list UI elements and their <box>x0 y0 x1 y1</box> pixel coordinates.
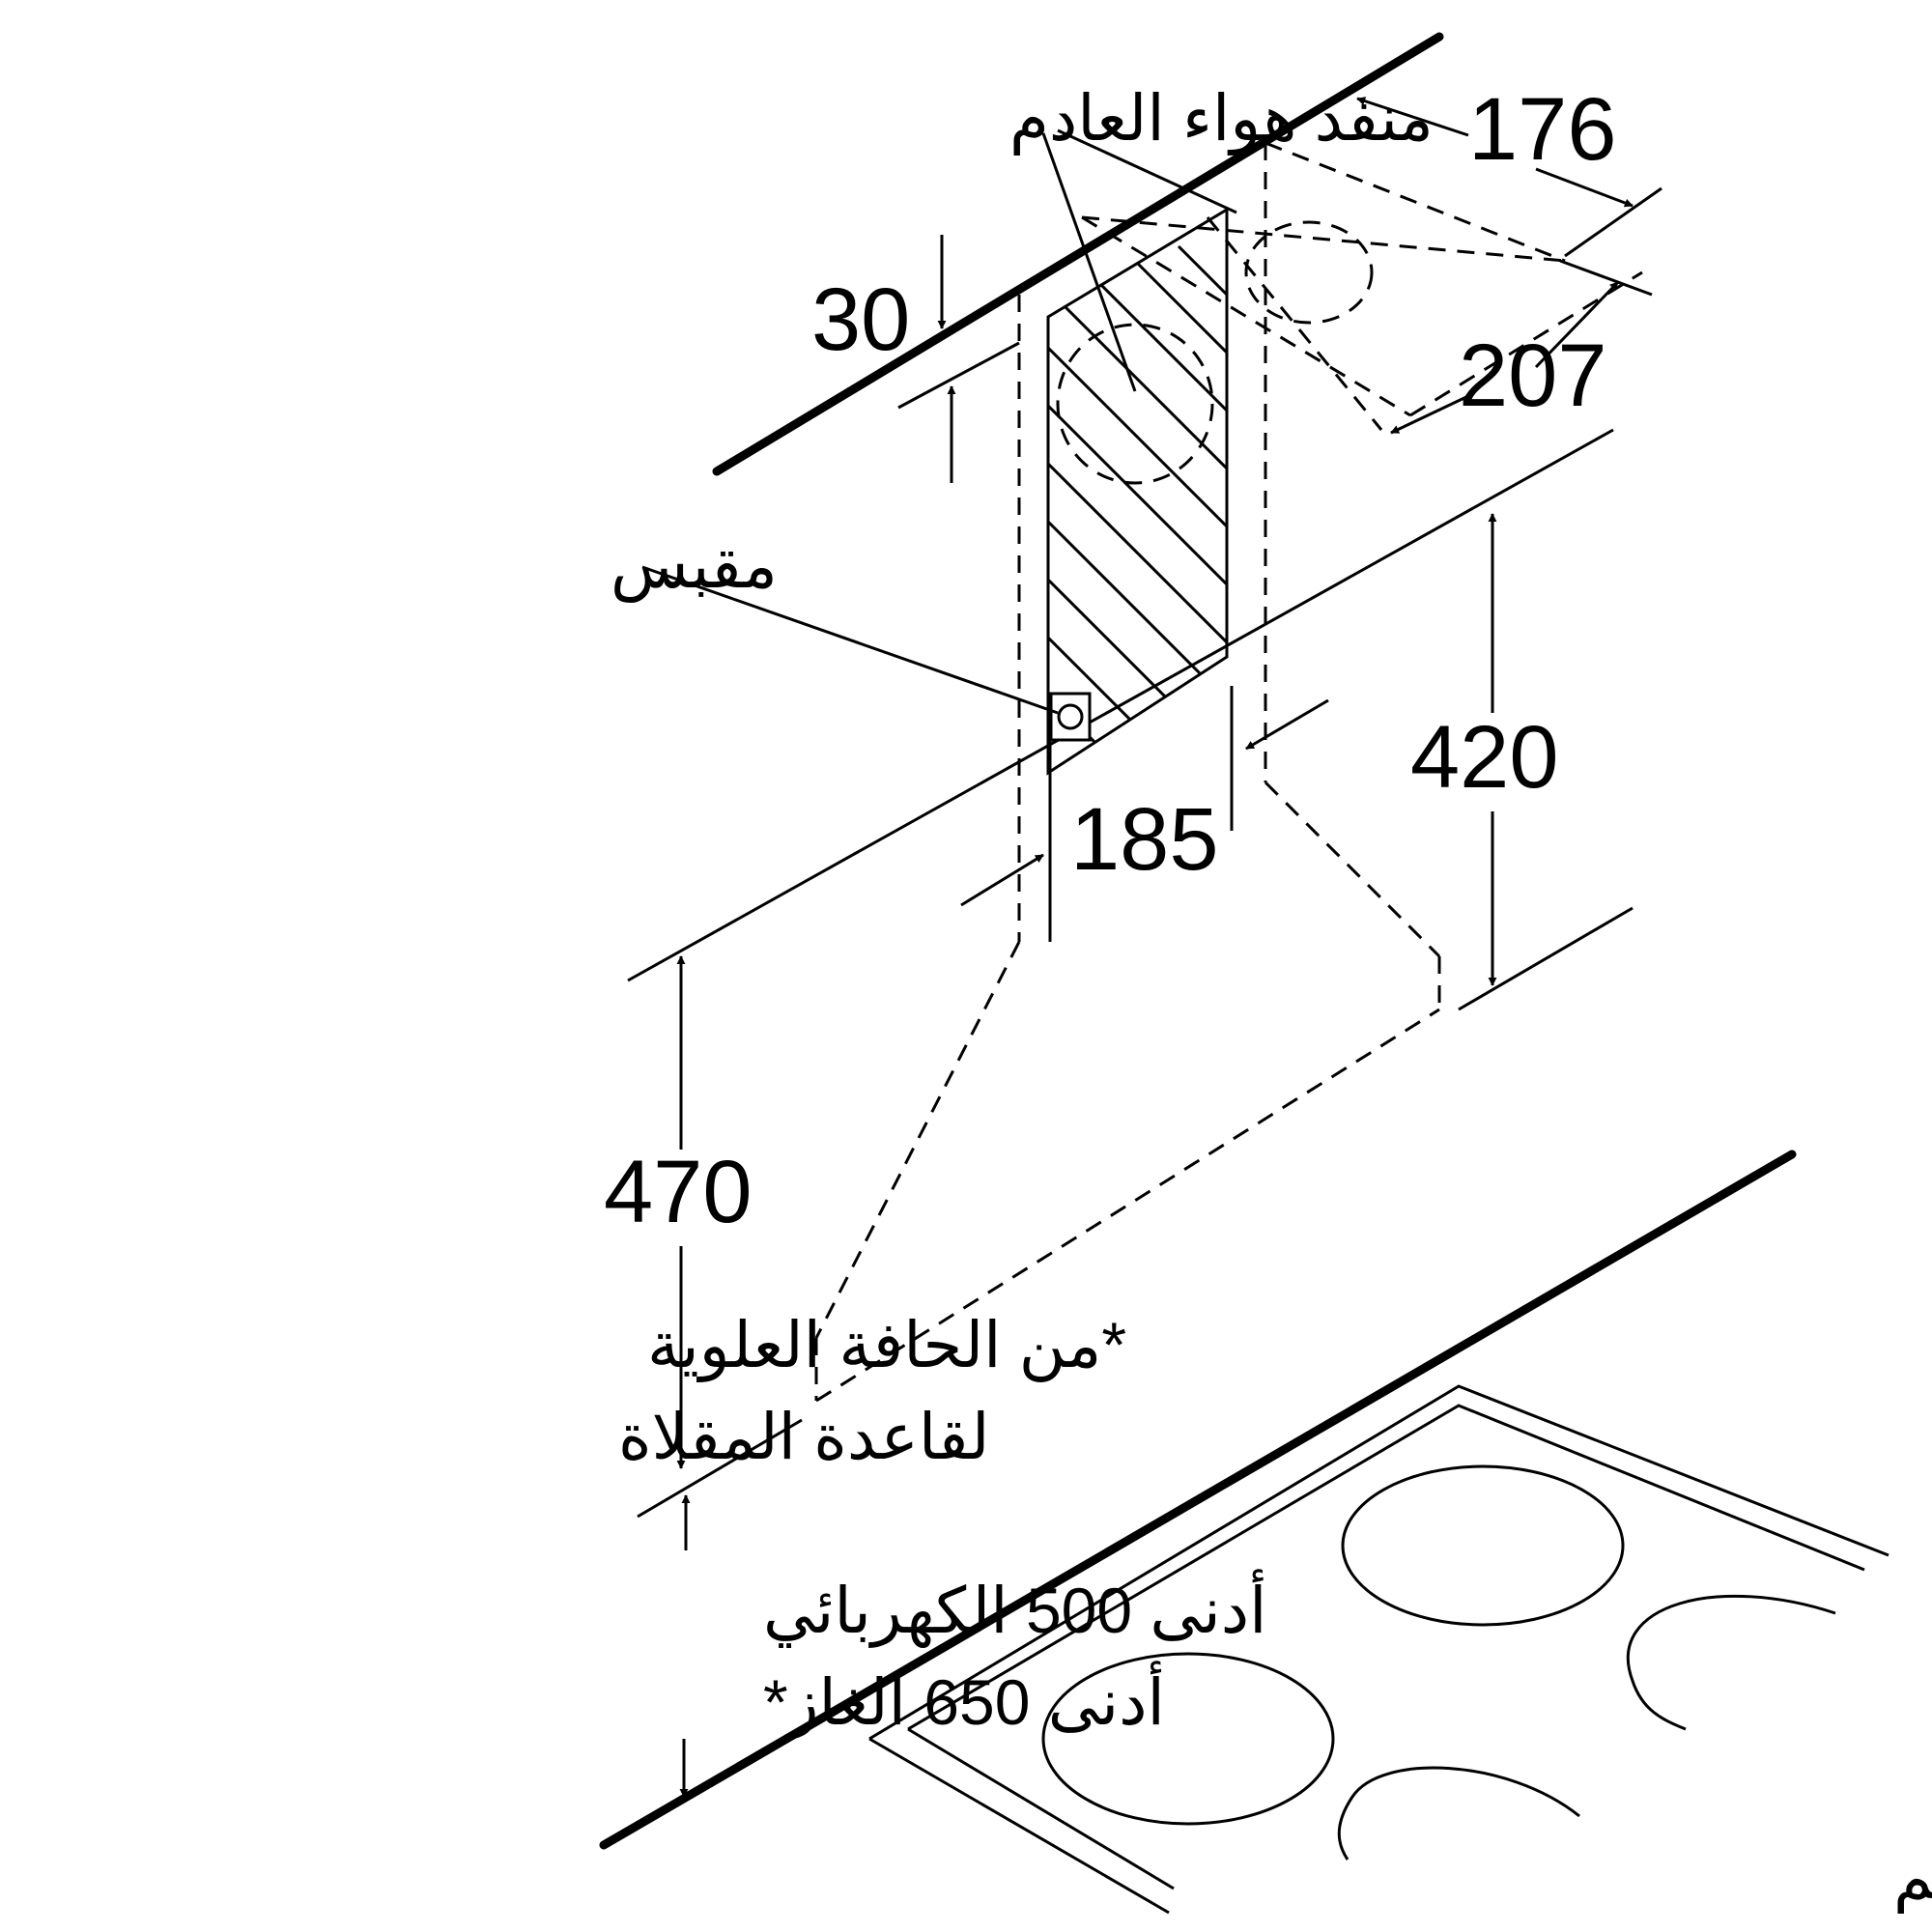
dim-185: 185 <box>1070 790 1219 889</box>
exhaust-outlet-circle-front <box>1056 323 1214 485</box>
min-electric-label: أدنى 500 الكهربائي <box>763 1569 1267 1648</box>
dim-176: 176 <box>1468 80 1617 179</box>
socket-leader-line <box>641 565 1059 715</box>
hood-outline <box>814 781 1441 1403</box>
socket-zone <box>1046 207 1229 776</box>
units-note: القياسات بالمم <box>1893 1840 1932 1914</box>
exhaust-leader-line <box>1041 132 1137 392</box>
dim-470: 470 <box>604 1143 753 1241</box>
dim-30: 30 <box>811 270 910 369</box>
dim-420: 420 <box>1410 708 1559 807</box>
socket-label: مقبس <box>611 529 778 603</box>
hob-line-lower-left <box>637 1418 803 1519</box>
dim-207: 207 <box>1459 327 1607 425</box>
from-pan-edge-line2: لقاعدة المقلاة <box>618 1401 990 1472</box>
ceiling-line <box>712 32 1444 476</box>
cooktop-front-edge <box>599 1150 1797 1850</box>
burner-front-left <box>1041 1652 1335 1826</box>
burner-back-right <box>1341 1464 1625 1627</box>
burner-front-partial <box>1337 1766 1580 1861</box>
exhaust-leader-line-2 <box>1057 128 1237 214</box>
wall-line-upper <box>627 428 1614 982</box>
chimney-outline <box>1017 141 1643 942</box>
exhaust-outlet-circle <box>1244 220 1374 325</box>
min-gas-label: أدنى 650 الغاز* <box>763 1661 1165 1740</box>
exhaust-outlet-label: منفذ هواء العادم <box>1009 82 1434 156</box>
burner-right-partial <box>1626 1594 1836 1731</box>
from-pan-edge-line1: *من الحافة العلوية <box>647 1309 1126 1382</box>
hob-line-lower-right <box>1458 906 1634 1011</box>
cooktop <box>599 1150 1889 1915</box>
